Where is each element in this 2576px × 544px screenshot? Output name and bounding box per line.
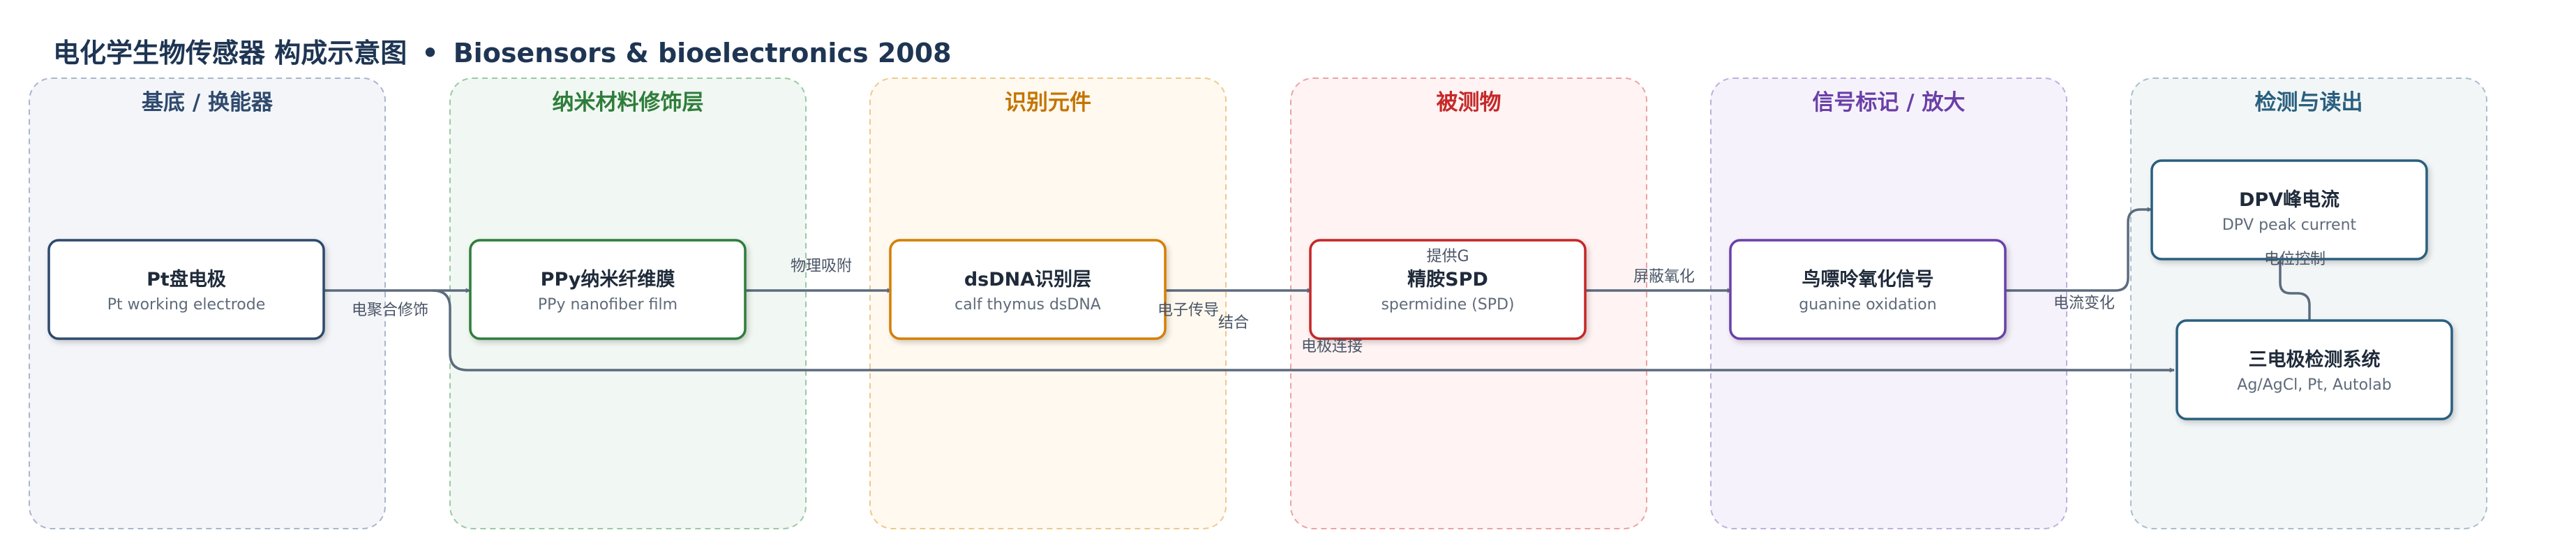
diagram-title: 电化学生物传感器 构成示意图 • Biosensors & bioelectro… [53, 38, 952, 68]
edge-label-shielding-oxidation: 屏蔽氧化 [1633, 268, 1695, 286]
lane-substrate-title: 基底 / 换能器 [142, 90, 274, 115]
edges [324, 207, 2311, 373]
node-guanine-signal: 鸟嘌呤氧化信号 guanine oxidation [1729, 239, 2007, 340]
edge-system-dpv [2277, 259, 2311, 320]
edge-label-potential-control: 电位控制 [2264, 251, 2326, 268]
edge-labels: 电聚合修饰 物理吸附 结合 电子传导 提供G 屏蔽氧化 电流变化 电位控制 电极… [352, 248, 2326, 355]
node-spermidine: 精胺SPD spermidine (SPD) [1309, 239, 1587, 340]
node-dsdna-layer-box [889, 239, 1167, 340]
edge-guanine-dpv [2005, 207, 2152, 292]
node-pt-electrode-title: Pt盘电极 [147, 268, 226, 291]
node-three-electrode-system-subtitle: Ag/AgCl, Pt, Autolab [2237, 376, 2391, 394]
edge-label-electropolymerization: 电聚合修饰 [352, 302, 428, 319]
node-ppy-film-box [469, 239, 747, 340]
lane-nano-title: 纳米材料修饰层 [553, 90, 704, 115]
node-guanine-signal-box [1729, 239, 2007, 340]
edge-label-provide-g: 提供G [1426, 248, 1469, 265]
node-dsdna-layer-title: dsDNA识别层 [964, 269, 1091, 291]
node-ppy-film-title: PPy纳米纤维膜 [541, 268, 675, 291]
node-ppy-film-subtitle: PPy nanofiber film [538, 296, 677, 314]
node-pt-electrode: Pt盘电极 Pt working electrode [47, 239, 325, 340]
node-three-electrode-system-box [2176, 319, 2453, 420]
node-guanine-signal-subtitle: guanine oxidation [1799, 296, 1936, 314]
node-dpv-current-title: DPV峰电流 [2239, 189, 2339, 211]
edge-label-electron-transfer: 电子传导 [1158, 302, 1219, 319]
node-dsdna-layer-subtitle: calf thymus dsDNA [954, 296, 1101, 314]
node-dsdna-layer: dsDNA识别层 calf thymus dsDNA [889, 239, 1167, 340]
lane-signal-title: 信号标记 / 放大 [1813, 90, 1965, 115]
edge-label-electrode-connection: 电极连接 [1301, 338, 1363, 355]
node-spermidine-subtitle: spermidine (SPD) [1381, 296, 1514, 314]
edge-label-binding: 结合 [1218, 314, 1249, 332]
node-dpv-current-box [2150, 159, 2428, 260]
node-pt-electrode-subtitle: Pt working electrode [107, 296, 266, 314]
edge-label-current-change: 电流变化 [2053, 295, 2115, 312]
node-three-electrode-system-title: 三电极检测系统 [2249, 348, 2381, 371]
node-dpv-current: DPV峰电流 DPV peak current [2150, 159, 2428, 260]
node-dpv-current-subtitle: DPV peak current [2222, 216, 2357, 234]
node-pt-electrode-box [47, 239, 325, 340]
node-three-electrode-system: 三电极检测系统 Ag/AgCl, Pt, Autolab [2176, 319, 2453, 420]
node-guanine-signal-title: 鸟嘌呤氧化信号 [1802, 268, 1934, 291]
lane-detection-title: 检测与读出 [2255, 90, 2363, 115]
node-ppy-film: PPy纳米纤维膜 PPy nanofiber film [469, 239, 747, 340]
lane-analyte-title: 被测物 [1437, 90, 1502, 115]
edge-pt-system [432, 289, 2175, 373]
node-spermidine-title: 精胺SPD [1407, 269, 1488, 291]
node-spermidine-box [1309, 239, 1587, 340]
lane-recognition-title: 识别元件 [1005, 90, 1091, 115]
edge-label-physical-adsorption: 物理吸附 [791, 258, 852, 275]
